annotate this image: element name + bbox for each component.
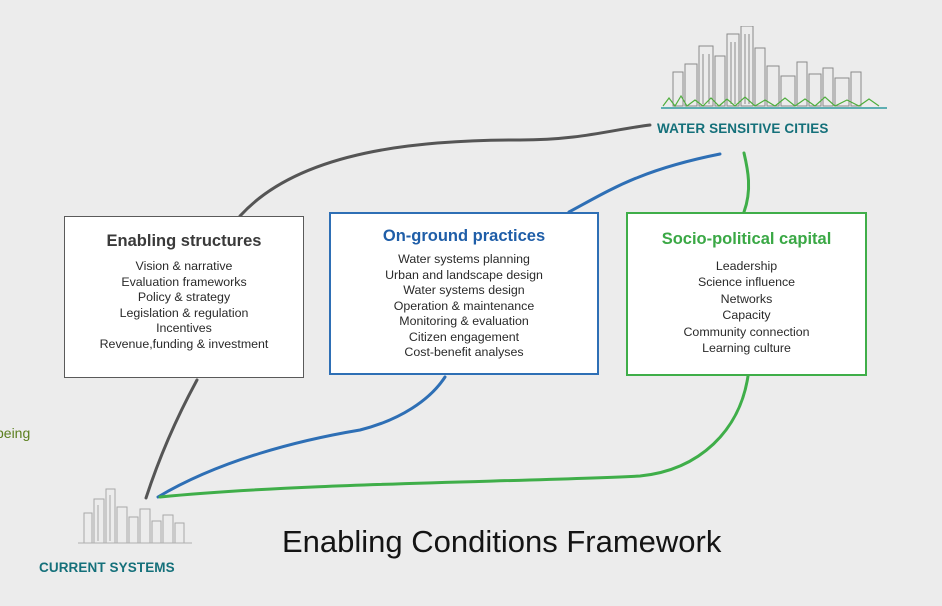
capital-path-lower bbox=[158, 374, 750, 499]
enabling-structures-box: Enabling structures Vision & narrative E… bbox=[64, 216, 304, 378]
list-item: Science influence bbox=[697, 275, 796, 290]
list-item: Water systems design bbox=[403, 283, 525, 297]
list-item: Legislation & regulation bbox=[119, 305, 249, 320]
list-item: Learning culture bbox=[702, 341, 791, 356]
list-item: Capacity bbox=[722, 308, 771, 323]
list-item: Cost-benefit analyses bbox=[404, 345, 524, 359]
enabling-structures-title: Enabling structures bbox=[106, 232, 262, 250]
list-item: Vision & narrative bbox=[135, 259, 233, 273]
on-ground-practices-list: Water systems planning Urban and landsca… bbox=[331, 252, 597, 361]
list-item: Policy & strategy bbox=[137, 290, 231, 305]
enabling-structures-list: Vision & narrative Evaluation frameworks… bbox=[65, 259, 303, 353]
side-text-fragment: being bbox=[0, 425, 31, 441]
structures-path-lower bbox=[144, 378, 199, 500]
list-item: Incentives bbox=[156, 321, 212, 336]
list-item: Revenue,funding & investment bbox=[99, 336, 269, 351]
socio-political-capital-box: Socio-political capital Leadership Scien… bbox=[626, 212, 867, 376]
list-item: Networks bbox=[720, 291, 773, 306]
socio-political-capital-list: Leadership Science influence Networks Ca… bbox=[628, 258, 865, 356]
socio-political-capital-title: Socio-political capital bbox=[661, 230, 832, 248]
list-item: Urban and landscape design bbox=[385, 267, 543, 282]
goal-label: WATER SENSITIVE CITIES bbox=[657, 121, 829, 136]
list-item: Water systems planning bbox=[398, 252, 530, 266]
capital-path-upper bbox=[742, 151, 751, 214]
list-item: Monitoring & evaluation bbox=[399, 314, 529, 328]
practices-path-upper bbox=[567, 152, 722, 214]
practices-path-lower bbox=[156, 375, 447, 499]
list-item: Leadership bbox=[715, 259, 778, 273]
list-item: Evaluation frameworks bbox=[121, 274, 247, 289]
city-skyline-sketch-icon bbox=[661, 26, 887, 109]
start-label: CURRENT SYSTEMS bbox=[39, 560, 175, 575]
on-ground-practices-box: On-ground practices Water systems planni… bbox=[329, 212, 599, 375]
list-item: Operation & maintenance bbox=[393, 298, 535, 313]
city-skyline-sketch-icon bbox=[78, 488, 192, 544]
structures-path-upper bbox=[238, 123, 652, 218]
list-item: Community connection bbox=[683, 324, 810, 339]
on-ground-practices-title: On-ground practices bbox=[382, 227, 546, 245]
framework-title: Enabling Conditions Framework bbox=[282, 524, 722, 559]
list-item: Citizen engagement bbox=[408, 329, 520, 344]
